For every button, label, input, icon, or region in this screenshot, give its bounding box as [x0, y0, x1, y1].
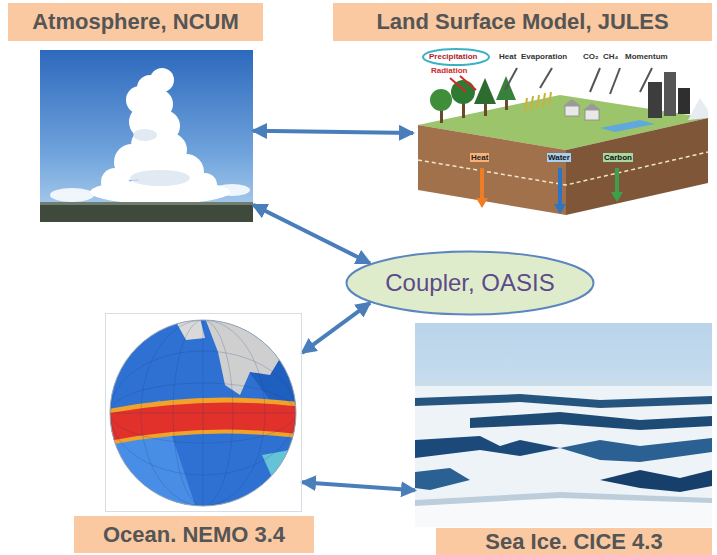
illustration-label: Precipitation [428, 52, 478, 61]
component-panel: Sea Ice. CICE 4.3 [415, 323, 712, 527]
heading-box: Sea Ice. CICE 4.3 [436, 528, 712, 555]
illustration-label: CO₂ [582, 52, 600, 61]
component-panel: Ocean. NEMO 3.4 [105, 313, 302, 512]
double-arrow [253, 131, 413, 133]
illustration-label: Heat [498, 52, 517, 61]
ellipse-text-wrap: Coupler, OASIS [345, 250, 595, 316]
illustration-label: Carbon [603, 153, 633, 162]
heading-box: Atmosphere, NCUM [8, 3, 263, 41]
illustration-label: Radiation [430, 66, 468, 75]
component-heading: Atmosphere, NCUM [32, 11, 239, 33]
sea-ice-photo [415, 323, 712, 527]
illustration-label: Momentum [624, 52, 669, 61]
illustration-label: Water [547, 153, 571, 162]
land-surface-illustration [413, 48, 712, 218]
ocean-globe [95, 310, 312, 520]
component-heading: Land Surface Model, JULES [376, 11, 668, 33]
component-heading: Ocean. NEMO 3.4 [103, 524, 285, 546]
component-heading: Sea Ice. CICE 4.3 [485, 531, 662, 553]
illustration-label: Heat [470, 153, 489, 162]
heading-box: Land Surface Model, JULES [333, 3, 712, 41]
double-arrow [302, 303, 370, 353]
sky-photo [40, 50, 253, 222]
illustration-label: CH₄ [602, 52, 619, 61]
component-panel: Atmosphere, NCUM [40, 50, 253, 222]
ellipse-shape [347, 252, 594, 315]
double-arrow [302, 482, 415, 490]
coupler-label: Coupler, OASIS [385, 269, 554, 297]
heading-box: Ocean. NEMO 3.4 [74, 516, 314, 553]
illustration-label: Evaporation [520, 52, 568, 61]
coupler-ellipse: Coupler, OASIS [345, 250, 595, 316]
double-arrow [253, 205, 370, 263]
